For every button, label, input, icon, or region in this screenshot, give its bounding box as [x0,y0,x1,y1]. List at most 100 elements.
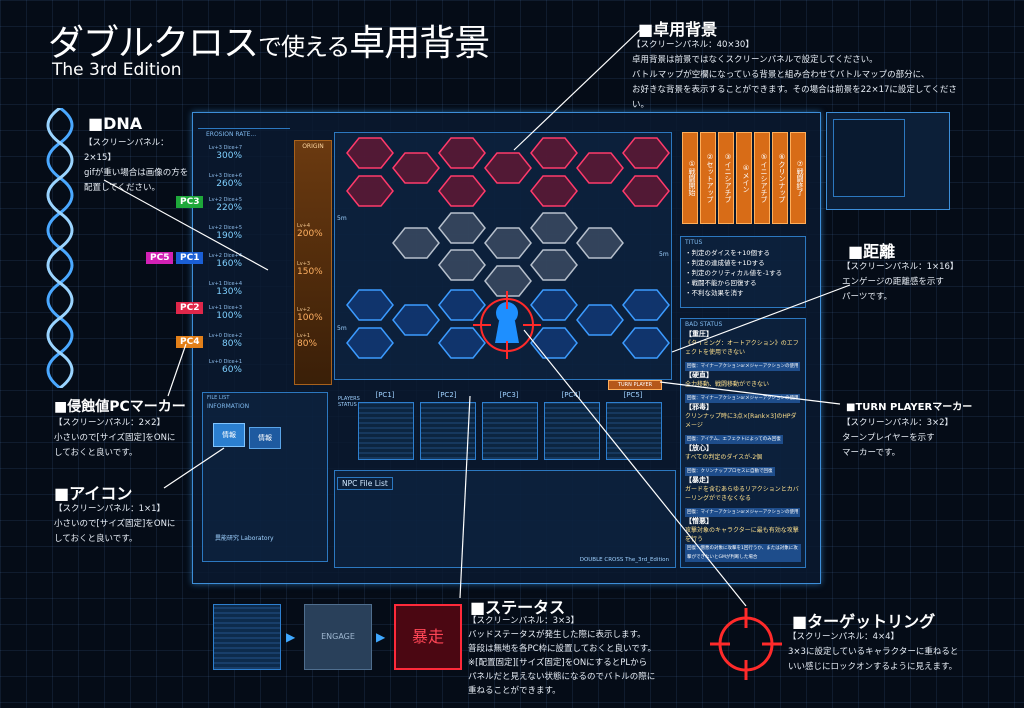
step-initiative[interactable]: ③イニシアチブ [718,132,734,224]
hex-red [438,175,486,207]
hex-gray [484,227,532,259]
players-status-label: PLAYERS STATUS [338,396,360,408]
slot-label-pc1: [PC1] [375,391,395,399]
step-initiative-2[interactable]: ⑤イニシアチブ [754,132,770,224]
icon-heading: ■アイコン [54,484,133,503]
turn-player-marker[interactable]: TURN PLAYER [608,380,662,390]
bad-status-list: 【重圧】《タイミング：オートアクション》のエフェクトを使用できない回復：マイナー… [681,330,805,562]
info-icon[interactable]: 情報 [213,423,245,447]
hex-red [438,137,486,169]
hex-blue [622,327,670,359]
hex-gray [392,227,440,259]
table-bg-heading: ■卓用背景 [638,20,718,39]
hex-red [622,175,670,207]
footer-label: DOUBLE CROSS The_3rd_Edition [579,557,669,563]
titus-item: ・判定の達成値を+1Dする [685,259,765,267]
table-bg-desc: 【スクリーンパネル：40×30】 卓用背景は前景ではなくスクリーンパネルで設定し… [632,40,957,110]
target-desc: 【スクリーンパネル：4×4】 3×3に設定しているキャラクターに重ねると いい感… [788,632,959,672]
erosion-marker-desc: 【スクリーンパネル：2×2】 小さいので[サイズ固定]をONに しておくと良いで… [54,418,176,458]
hex-red [622,137,670,169]
titus-list: ・判定のダイスを+10個する ・判定の達成値を+1Dする ・判定のクリティカル値… [681,248,805,298]
information-label: INFORMATION [207,403,250,410]
titus-item: ・不利な効果を消す [685,289,744,297]
step-main[interactable]: ④メイン [736,132,752,224]
hex-red [530,175,578,207]
erosion-marker-heading: ■侵蝕値PCマーカー [54,399,186,415]
pc4-marker[interactable]: PC4 [176,336,204,348]
hex-gray [530,212,578,244]
status-slot-pc2[interactable] [420,402,476,460]
dna-helix-icon [46,108,74,388]
status-slot-pc1[interactable] [358,402,414,460]
hex-red [576,152,624,184]
arrow-right-icon: ▶ [286,630,296,644]
distance-label-right: 5m [659,251,669,258]
step-setup[interactable]: ②セットアップ [700,132,716,224]
icon-desc: 【スクリーンパネル：1×1】 小さいので[サイズ固定]をONに しておくと良いで… [54,504,176,544]
bad-status-panel: BAD STATUS 【重圧】《タイミング：オートアクション》のエフェクトを使用… [680,318,806,568]
bad-status-label: BAD STATUS [685,321,723,328]
turn-player-desc: 【スクリーンパネル：3×2】 ターンプレイヤーを示す マーカーです。 [842,418,954,458]
distance-desc: 【スクリーンパネル：1×16】 エンゲージの距離感を示す パーツです。 [842,262,959,302]
bad-status-item: 【硬直】全力移動、戦闘移動ができない回復：マイナーアクションorメジャーアクショ… [685,371,801,403]
step-cleanup[interactable]: ⑥クリンナップ [772,132,788,224]
leader-line [659,381,841,405]
titus-item: ・判定のダイスを+10個する [685,249,771,257]
leader-line [163,447,225,489]
step-battle-end[interactable]: ⑦戦闘終了 [790,132,806,224]
turn-player-heading: ■TURN PLAYERマーカー [846,402,973,413]
distance-label-left: 5m [337,215,347,222]
pc2-marker[interactable]: PC2 [176,302,204,314]
pc3-marker[interactable]: PC3 [176,196,204,208]
battle-map: 5m 5m 5m [334,132,672,380]
hex-gray [484,265,532,297]
leader-line [167,343,187,397]
titus-panel: TITUS ・判定のダイスを+10個する ・判定の達成値を+1Dする ・判定のク… [680,236,806,308]
status-heading: ■ステータス [470,598,566,617]
target-ring-large-icon [710,608,782,680]
hex-gray [438,212,486,244]
lab-logo: 異能研究 Laboratory [215,535,274,542]
slot-label-pc5: [PC5] [623,391,643,399]
hex-grid [346,137,670,359]
status-slot-pc5[interactable] [606,402,662,460]
status-slot-pc3[interactable] [482,402,538,460]
preview-thumbnail [826,112,950,210]
hex-blue [530,289,578,321]
leader-line [459,395,471,599]
step-battle-start[interactable]: ①戦闘開始 [682,132,698,224]
dna-desc: 【スクリーンパネル：2×15】 gifが重い場合は画像の方を 配置してください。 [84,138,189,193]
pc1-marker[interactable]: PC1 [176,252,204,264]
file-list-label: FILE LIST [207,395,230,401]
status-engage-panel: ENGAGE [304,604,372,670]
status-slot-pc4[interactable] [544,402,600,460]
titus-item: ・判定のクリティカル値を-1する [685,269,783,277]
pc5-marker[interactable]: PC5 [146,252,174,264]
hex-blue [530,327,578,359]
bad-status-item: 【邪毒】クリンナップ時に3点×[Rank×3]のHPダメージ回復：アイテム、エフ… [685,403,797,444]
hex-blue [346,327,394,359]
hex-gray [438,249,486,281]
titus-item: ・戦闘不能から回復する [685,279,757,287]
info-icon[interactable]: 情報 [249,427,281,449]
information-panel: FILE LIST INFORMATION 情報 情報 異能研究 Laborat… [202,392,328,562]
hex-blue [576,304,624,336]
character-piece-icon [495,302,519,343]
status-rampage-panel: 暴走 [394,604,462,670]
hex-blue [392,304,440,336]
arrow-right-icon: ▶ [376,630,386,644]
dna-heading: ■DNA [88,114,143,133]
bad-status-item: 【放心】すべての判定のダイスが-2個回復：クリンナッププロセスに自動で回復 [685,444,775,476]
